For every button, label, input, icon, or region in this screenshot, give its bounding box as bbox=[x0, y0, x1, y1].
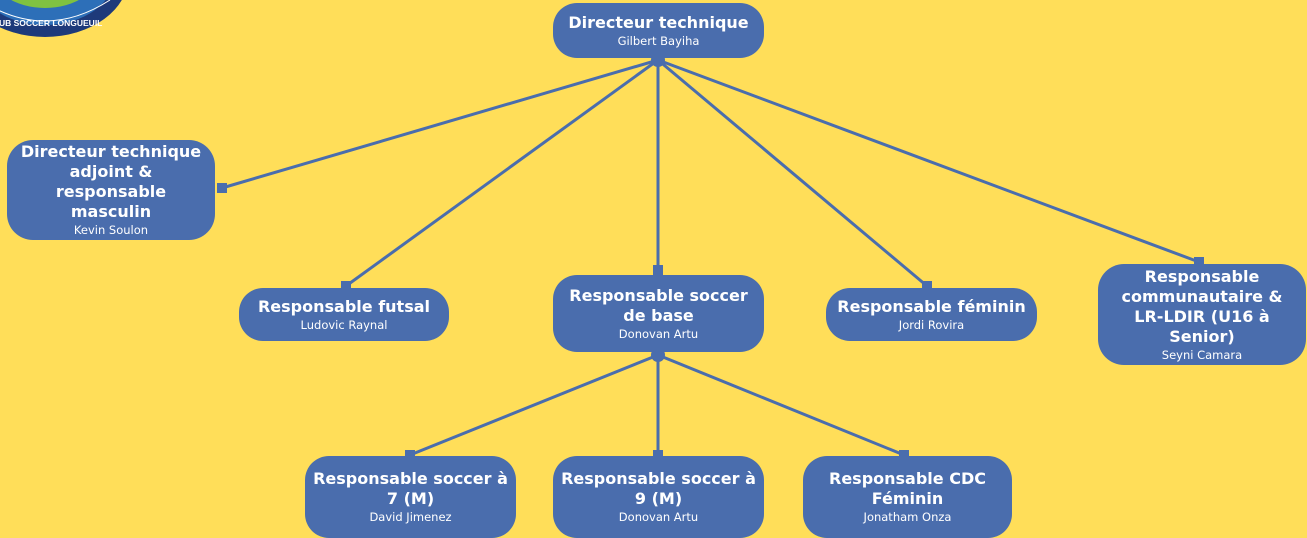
connector-base-s7 bbox=[409, 353, 659, 457]
connector-endpoint bbox=[341, 281, 351, 291]
node-title: Directeur technique bbox=[568, 12, 749, 32]
logo-ring-text: CLUB SOCCER LONGUEUIL bbox=[0, 18, 102, 28]
connector-endpoint bbox=[653, 450, 663, 460]
node-responsable-futsal: Responsable futsal Ludovic Raynal bbox=[239, 288, 449, 341]
node-responsable-soccer-a-9: Responsable soccer à 9 (M) Donovan Artu bbox=[553, 456, 764, 538]
node-person: Donovan Artu bbox=[618, 326, 699, 341]
node-title: Responsable soccer de base bbox=[569, 285, 748, 325]
node-responsable-cdc-feminin: Responsable CDC Féminin Jonatham Onza bbox=[803, 456, 1012, 538]
connector-dt-futsal bbox=[345, 58, 659, 288]
connector-endpoint bbox=[217, 183, 227, 193]
node-title: Responsable soccer à 7 (M) bbox=[313, 469, 508, 508]
node-directeur-technique-adjoint: Directeur technique adjoint & responsabl… bbox=[7, 140, 215, 240]
node-responsable-soccer-a-7: Responsable soccer à 7 (M) David Jimenez bbox=[305, 456, 516, 538]
node-title: Responsable soccer à 9 (M) bbox=[561, 469, 756, 508]
connector-endpoint bbox=[922, 281, 932, 291]
node-person: Donovan Artu bbox=[618, 510, 699, 524]
connector-dt-feminin bbox=[657, 58, 928, 288]
connector-endpoint bbox=[653, 265, 663, 275]
node-person: Ludovic Raynal bbox=[300, 317, 388, 332]
node-person: Kevin Soulon bbox=[73, 223, 149, 237]
node-person: Jordi Rovira bbox=[898, 317, 965, 332]
node-person: Seyni Camara bbox=[1161, 347, 1243, 362]
node-responsable-feminin: Responsable féminin Jordi Rovira bbox=[826, 288, 1037, 341]
club-logo: depuis CLUB SOCCER LONGUEUIL bbox=[0, 0, 122, 37]
connector-base-cdc bbox=[657, 353, 905, 457]
node-title: Directeur technique adjoint & responsabl… bbox=[20, 142, 202, 221]
node-person: Gilbert Bayiha bbox=[617, 33, 700, 48]
node-title: Responsable communautaire & LR-LDIR (U16… bbox=[1121, 266, 1283, 346]
node-person: Jonatham Onza bbox=[863, 510, 952, 524]
node-responsable-communautaire: Responsable communautaire & LR-LDIR (U16… bbox=[1098, 264, 1306, 365]
node-title: Responsable CDC Féminin bbox=[829, 469, 986, 508]
node-person: David Jimenez bbox=[369, 510, 452, 524]
node-responsable-soccer-de-base: Responsable soccer de base Donovan Artu bbox=[553, 275, 764, 352]
node-title: Responsable futsal bbox=[257, 296, 430, 316]
node-title: Responsable féminin bbox=[837, 296, 1026, 316]
connector-endpoint bbox=[1194, 257, 1204, 267]
node-directeur-technique: Directeur technique Gilbert Bayiha bbox=[553, 3, 764, 58]
connector-endpoint bbox=[405, 450, 415, 460]
connector-dt-commu bbox=[657, 58, 1200, 264]
connector-endpoint bbox=[899, 450, 909, 460]
connector-dt-dta bbox=[221, 58, 659, 190]
